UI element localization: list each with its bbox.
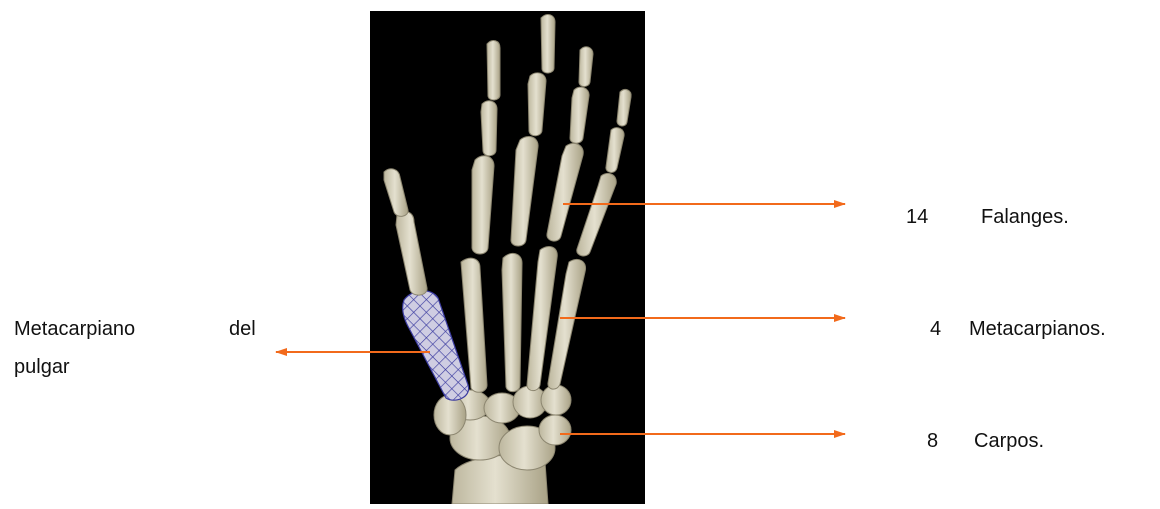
label-metacarpiano-word: Metacarpiano xyxy=(14,316,135,342)
label-pulgar-word: pulgar xyxy=(14,354,70,380)
label-metacarpianos: Metacarpianos. xyxy=(969,316,1106,342)
label-del-word: del xyxy=(229,316,256,342)
label-carpos-count: 8 xyxy=(927,428,938,454)
label-falanges: Falanges. xyxy=(981,204,1069,230)
label-metacarpianos-count: 4 xyxy=(930,316,941,342)
label-falanges-count: 14 xyxy=(906,204,928,230)
label-carpos: Carpos. xyxy=(974,428,1044,454)
